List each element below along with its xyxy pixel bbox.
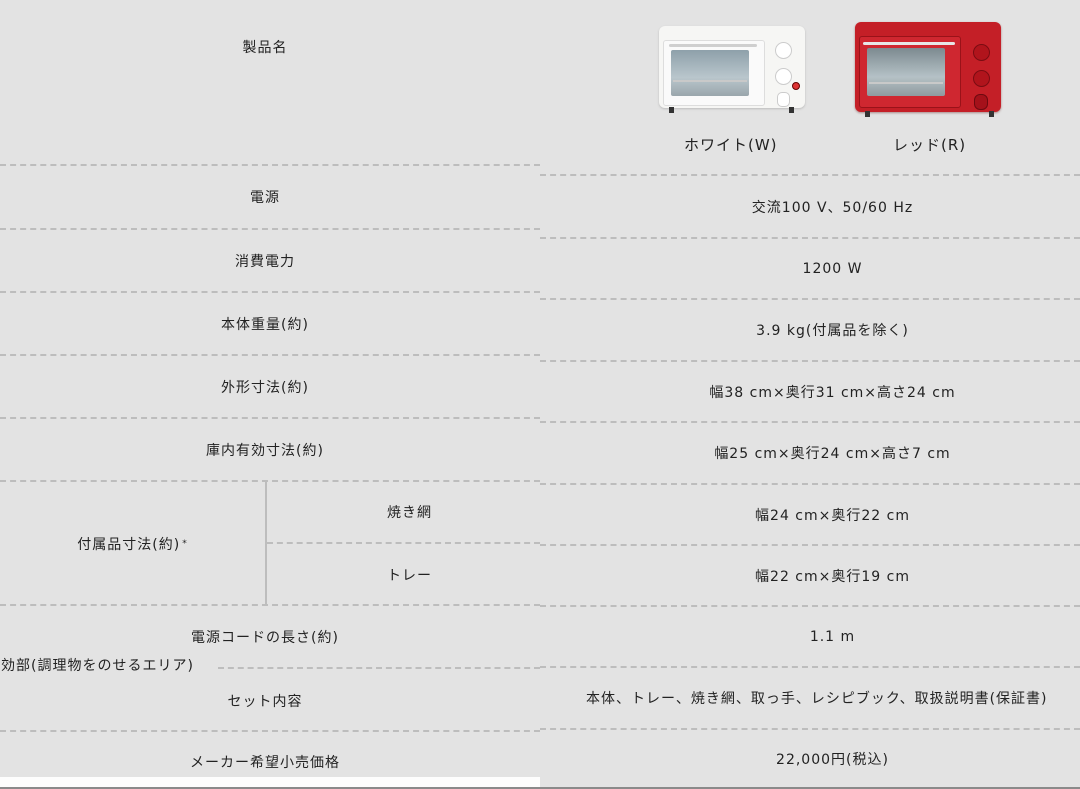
divider: [540, 298, 1080, 300]
spec-label-outer-dimensions: 外形寸法(約): [221, 380, 309, 396]
divider: [540, 237, 1080, 239]
divider: [0, 164, 540, 166]
divider: [0, 480, 540, 482]
divider: [218, 667, 540, 669]
spec-value-retail-price: 22,000円(税込): [776, 752, 889, 768]
spec-value-outer-dimensions: 幅38 cm×奥行31 cm×高さ24 cm: [709, 385, 956, 401]
footnote-mark: *: [182, 539, 188, 549]
divider: [0, 730, 540, 732]
spec-label-power-source: 電源: [250, 190, 280, 206]
spec-value-weight: 3.9 kg(付属品を除く): [756, 323, 909, 339]
spec-value-power-consumption: 1200 W: [802, 261, 863, 277]
product-name-label: 製品名: [242, 40, 288, 56]
spec-label-weight: 本体重量(約): [221, 317, 309, 333]
bottom-border: [0, 787, 1080, 789]
divider: [540, 360, 1080, 362]
overflow-footnote-text: 有効部(調理物をのせるエリア): [0, 658, 194, 674]
white-oven-image: [659, 26, 805, 113]
divider: [540, 174, 1080, 176]
spec-value-cord-length: 1.1 m: [809, 629, 856, 645]
accessory-label-grill-net: 焼き網: [387, 505, 432, 521]
divider: [267, 542, 540, 544]
red-oven-image: [855, 22, 1001, 117]
accessory-label-tray: トレー: [387, 568, 432, 584]
spec-values-column: ホワイト(W) レッド(R) 交流100 V、50/60 Hz 1200 W 3…: [540, 0, 1080, 789]
divider: [0, 417, 540, 419]
spec-label-cord-length: 電源コードの長さ(約): [191, 630, 339, 646]
variant-label-white: ホワイト(W): [684, 136, 778, 154]
divider: [0, 354, 540, 356]
spec-label-set-contents: セット内容: [227, 694, 303, 710]
divider: [0, 604, 540, 606]
white-bar: [0, 777, 540, 787]
divider: [540, 605, 1080, 607]
divider: [540, 544, 1080, 546]
spec-label-retail-price: メーカー希望小売価格: [190, 755, 340, 771]
divider: [540, 728, 1080, 730]
variant-label-red: レッド(R): [893, 136, 967, 154]
spec-value-set-contents: 本体、トレー、焼き網、取っ手、レシピブック、取扱説明書(保証書): [586, 691, 1048, 707]
spec-label-inner-dimensions: 庫内有効寸法(約): [206, 443, 324, 459]
accessory-value-grill-net: 幅24 cm×奥行22 cm: [755, 508, 910, 524]
spec-value-power-source: 交流100 V、50/60 Hz: [751, 199, 914, 216]
spec-label-accessory-dimensions: 付属品寸法(約)*: [0, 482, 265, 606]
accessory-dimensions-label: 付属品寸法(約): [77, 537, 181, 553]
spec-value-inner-dimensions: 幅25 cm×奥行24 cm×高さ7 cm: [714, 446, 951, 462]
divider: [0, 228, 540, 230]
divider: [540, 483, 1080, 485]
divider: [0, 291, 540, 293]
divider: [540, 421, 1080, 423]
accessory-value-tray: 幅22 cm×奥行19 cm: [755, 569, 910, 585]
spec-labels-column: 製品名 電源 消費電力 本体重量(約) 外形寸法(約) 庫内有効寸法(約) 付属…: [0, 40, 540, 787]
spec-label-power-consumption: 消費電力: [235, 254, 295, 270]
group-separator: [265, 481, 267, 605]
divider: [540, 666, 1080, 668]
